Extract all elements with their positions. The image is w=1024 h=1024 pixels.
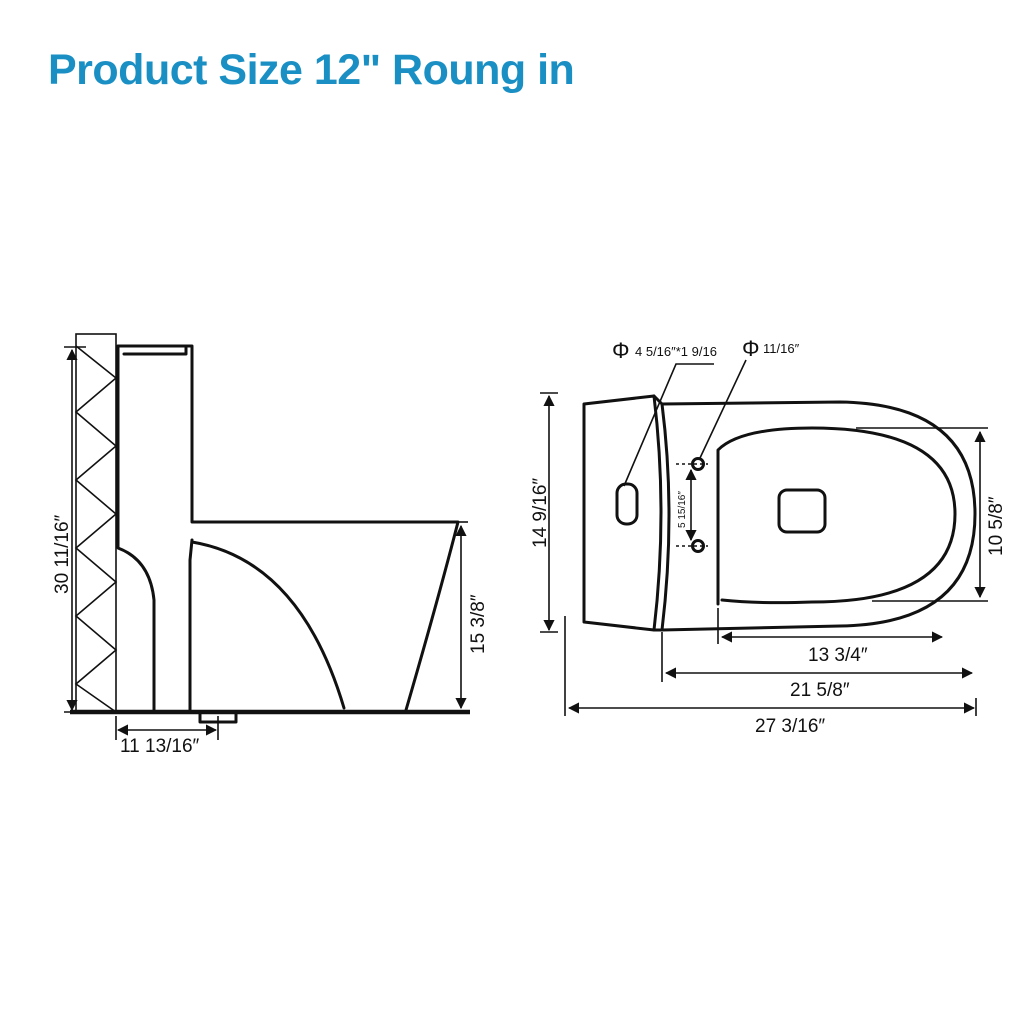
total-length-dimension: 27 3/16″ (564, 616, 977, 737)
flush-button-size-label: 4 5/16″*1 9/16 (635, 344, 717, 359)
total-length-label: 27 3/16″ (755, 716, 825, 737)
tank-top (582, 394, 671, 632)
seat-length-dimension: 13 3/4″ (717, 608, 944, 666)
bowl-top (660, 400, 977, 632)
bowl-length-label: 21 5/8″ (790, 680, 850, 701)
seat-width-label: 10 5/8″ (986, 496, 1007, 556)
seat-hole-bottom (691, 539, 705, 553)
seat-hole-top (691, 457, 705, 471)
side-view: 30 11/16″ 15 3/8″ 11 13/16″ (52, 333, 489, 757)
tank-hole-diameter-symbol: Φ (742, 336, 760, 361)
bowl-height-label: 15 3/8″ (468, 594, 489, 654)
top-view: 5 15/16″ Φ 4 5/16″*1 9/16 Φ 11/16″ 14 9/… (530, 336, 1007, 737)
flush-button (615, 482, 639, 526)
page-title: Product Size 12" Roung in (48, 46, 575, 94)
overall-height-dimension: 30 11/16″ (52, 346, 86, 713)
width-dimension: 14 9/16″ (530, 392, 558, 633)
hole-spacing-dimension: 5 15/16″ (676, 463, 708, 547)
bowl-outlet (777, 488, 827, 534)
tank-hole-size-label: 11/16″ (763, 341, 800, 356)
flush-button-diameter-symbol: Φ (612, 338, 630, 363)
bowl-height-dimension: 15 3/8″ (452, 521, 489, 710)
rough-in-label: 11 13/16″ (120, 736, 200, 757)
toilet-side-profile (70, 344, 470, 724)
seat-width-dimension: 10 5/8″ (856, 427, 1007, 602)
overall-height-label: 30 11/16″ (52, 514, 73, 594)
callouts: Φ 4 5/16″*1 9/16 Φ 11/16″ (612, 336, 800, 487)
seat-length-label: 13 3/4″ (808, 645, 868, 666)
width-label: 14 9/16″ (530, 478, 551, 548)
rough-in-dimension: 11 13/16″ (115, 716, 219, 757)
wall-hatch (74, 333, 118, 713)
bowl-length-dimension: 21 5/8″ (661, 632, 974, 701)
hole-spacing-label: 5 15/16″ (677, 491, 688, 528)
